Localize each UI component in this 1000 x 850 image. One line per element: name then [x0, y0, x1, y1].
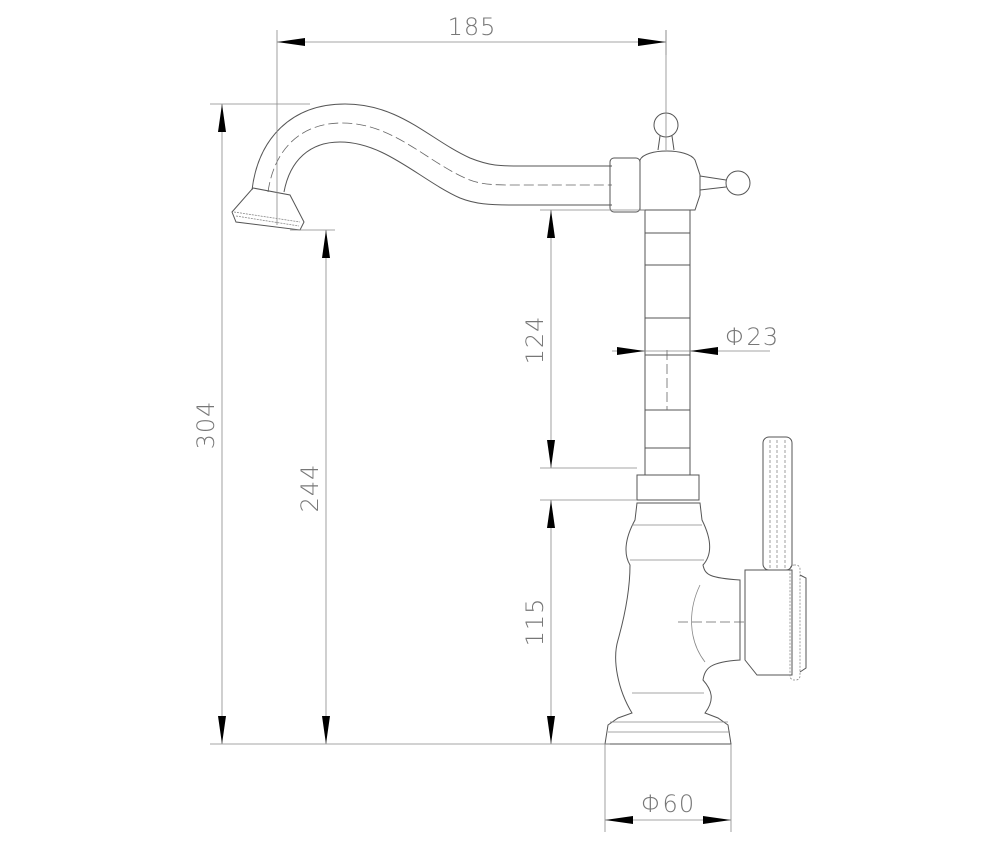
dimension-lines	[210, 30, 770, 832]
lever-knurled-ring	[789, 564, 801, 681]
spout-inner	[283, 141, 612, 206]
hub-collar	[609, 157, 641, 213]
body-bands	[608, 524, 730, 733]
handle-knurl	[769, 440, 786, 568]
lever-handle	[762, 436, 793, 571]
column-collar	[636, 474, 700, 501]
dimension-labels: 185 304 244 124 115 Φ23 Φ60	[192, 13, 779, 818]
spout-outer	[251, 103, 612, 191]
aerator-knurl	[233, 211, 301, 227]
faucet-outline	[231, 30, 807, 745]
aerator	[231, 187, 305, 231]
column	[644, 210, 691, 475]
dim-column-diameter: Φ23	[725, 323, 779, 351]
lever-cap	[799, 574, 807, 673]
dim-body-height: 115	[521, 598, 549, 647]
lever-housing	[744, 569, 793, 676]
dim-total-height: 304	[192, 401, 220, 450]
dim-spout-reach: 185	[448, 13, 497, 41]
body	[604, 502, 741, 745]
body-curve	[691, 584, 706, 663]
dim-spout-outlet-height: 244	[296, 464, 324, 513]
spout-center	[267, 122, 612, 193]
side-knob-stem	[699, 175, 727, 191]
top-knob-stem	[657, 135, 675, 151]
side-knob	[725, 170, 751, 196]
dim-base-diameter: Φ60	[641, 790, 695, 818]
dim-column-height: 124	[521, 316, 549, 365]
hub-body	[639, 150, 701, 211]
